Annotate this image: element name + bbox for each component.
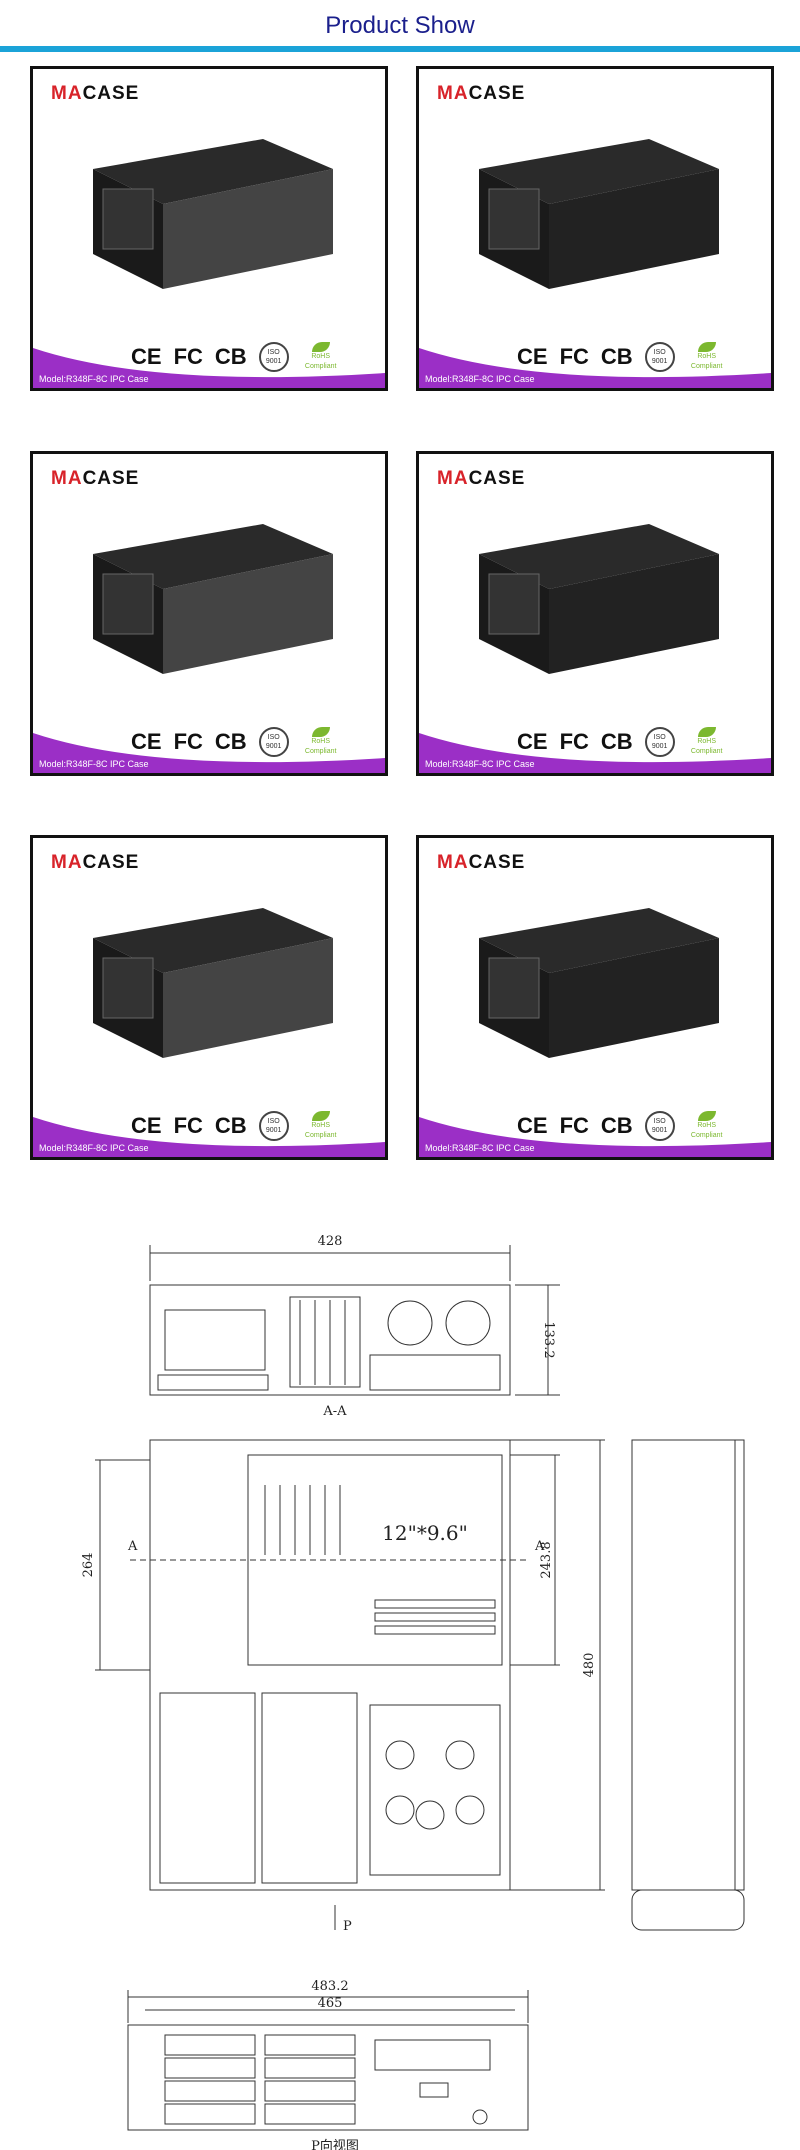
model-label: Model:R348F-8C IPC Case xyxy=(39,759,149,769)
leaf-icon xyxy=(311,342,330,352)
purple-banner xyxy=(419,733,771,773)
product-image xyxy=(93,139,333,289)
brand-logo: MACASE xyxy=(51,852,140,873)
iso-badge: ISO 9001 xyxy=(644,1111,675,1141)
cert-row: CE FC CB ISO 9001 RoHS Compliant xyxy=(131,727,341,757)
brand-logo: MACASE xyxy=(51,83,140,104)
ce-mark: CE xyxy=(131,1113,162,1138)
rear-panel-view xyxy=(149,1284,511,1396)
section-label: A-A xyxy=(322,1404,347,1419)
rohs-badge: RoHS Compliant xyxy=(687,1111,727,1141)
product-card: MACASE Model:R348F-8C IPC Case CE FC CB … xyxy=(416,451,774,776)
dim-depth-inner: 243.8 xyxy=(539,1541,554,1578)
cb-mark: CB xyxy=(600,729,633,754)
model-label: Model:R348F-8C IPC Case xyxy=(39,1143,149,1153)
product-image xyxy=(479,908,719,1058)
front-view xyxy=(127,2024,529,2131)
brand-logo: MACASE xyxy=(437,83,526,104)
dim-width-inner: 465 xyxy=(318,1996,343,2011)
purple-banner xyxy=(33,1117,385,1157)
cb-mark: CB xyxy=(600,344,633,369)
cb-mark: CB xyxy=(214,729,247,754)
technical-drawing: 428 133.2 A-A 264 243.8 480 12"*9.6" A A… xyxy=(81,1234,745,2150)
leaf-icon xyxy=(697,342,716,352)
cb-mark: CB xyxy=(214,344,247,369)
side-view xyxy=(631,1439,745,1891)
fcc-mark: FC xyxy=(559,729,589,754)
fcc-mark: FC xyxy=(559,344,589,369)
iso-badge: ISO 9001 xyxy=(644,727,675,757)
brand-logo: MACASE xyxy=(51,468,140,489)
product-card: MACASE Model:R348F-8C IPC Case CE FC CB … xyxy=(416,835,774,1160)
product-card: MACASE Model:R348F-8C IPC Case CE FC CB … xyxy=(30,451,388,776)
brand-logo: MACASE xyxy=(437,852,526,873)
cert-row: CE FC CB ISO 9001 RoHS Compliant xyxy=(131,342,341,372)
rohs-badge: RoHS Compliant xyxy=(687,727,727,757)
iso-badge: ISO 9001 xyxy=(644,342,675,372)
dim-depth-total: 480 xyxy=(582,1653,597,1678)
purple-banner xyxy=(419,1117,771,1157)
leaf-icon xyxy=(311,1111,330,1121)
product-image xyxy=(479,139,719,289)
ce-mark: CE xyxy=(131,344,162,369)
cert-row: CE FC CB ISO 9001 RoHS Compliant xyxy=(131,1111,341,1141)
ce-mark: CE xyxy=(131,729,162,754)
board-size: 12"*9.6" xyxy=(382,1521,468,1545)
page-title: Product Show xyxy=(325,12,475,39)
fcc-mark: FC xyxy=(173,729,203,754)
purple-banner xyxy=(33,348,385,388)
marker-a-left: A xyxy=(127,1539,138,1554)
model-label: Model:R348F-8C IPC Case xyxy=(425,374,535,384)
dim-height: 133.2 xyxy=(541,1321,556,1358)
cert-row: CE FC CB ISO 9001 RoHS Compliant xyxy=(517,1111,727,1141)
rohs-badge: RoHS Compliant xyxy=(301,342,341,372)
product-card: MACASE Model:R348F-8C IPC Case CE FC CB … xyxy=(30,66,388,391)
cert-row: CE FC CB ISO 9001 RoHS Compliant xyxy=(517,727,727,757)
page-header: Product Show xyxy=(0,0,800,56)
rohs-badge: RoHS Compliant xyxy=(301,727,341,757)
dim-width-outer: 483.2 xyxy=(311,1979,348,1994)
rohs-badge: RoHS Compliant xyxy=(687,342,727,372)
fcc-mark: FC xyxy=(173,1113,203,1138)
dim-width-top: 428 xyxy=(318,1234,343,1249)
fcc-mark: FC xyxy=(559,1113,589,1138)
ce-mark: CE xyxy=(517,729,548,754)
leaf-icon xyxy=(697,727,716,737)
product-image xyxy=(93,908,333,1058)
purple-banner xyxy=(419,348,771,388)
product-image xyxy=(479,524,719,674)
rohs-badge: RoHS Compliant xyxy=(301,1111,341,1141)
model-label: Model:R348F-8C IPC Case xyxy=(425,1143,535,1153)
ce-mark: CE xyxy=(517,344,548,369)
cb-mark: CB xyxy=(600,1113,633,1138)
iso-badge: ISO 9001 xyxy=(258,342,289,372)
iso-badge: ISO 9001 xyxy=(258,727,289,757)
purple-banner xyxy=(33,733,385,773)
product-card: MACASE Model:R348F-8C IPC Case CE FC CB … xyxy=(416,66,774,391)
leaf-icon xyxy=(697,1111,716,1121)
header-divider xyxy=(0,46,800,52)
fcc-mark: FC xyxy=(173,344,203,369)
product-image xyxy=(93,524,333,674)
cb-mark: CB xyxy=(214,1113,247,1138)
arrow-p-label: P xyxy=(343,1919,352,1934)
product-card: MACASE Model:R348F-8C IPC Case CE FC CB … xyxy=(30,835,388,1160)
iso-badge: ISO 9001 xyxy=(258,1111,289,1141)
model-label: Model:R348F-8C IPC Case xyxy=(39,374,149,384)
cert-row: CE FC CB ISO 9001 RoHS Compliant xyxy=(517,342,727,372)
dim-depth-left: 264 xyxy=(81,1553,96,1578)
leaf-icon xyxy=(311,727,330,737)
brand-logo: MACASE xyxy=(437,468,526,489)
model-label: Model:R348F-8C IPC Case xyxy=(425,759,535,769)
ce-mark: CE xyxy=(517,1113,548,1138)
marker-a-right: A xyxy=(534,1539,545,1554)
view-caption: P向视图 xyxy=(311,2138,359,2150)
